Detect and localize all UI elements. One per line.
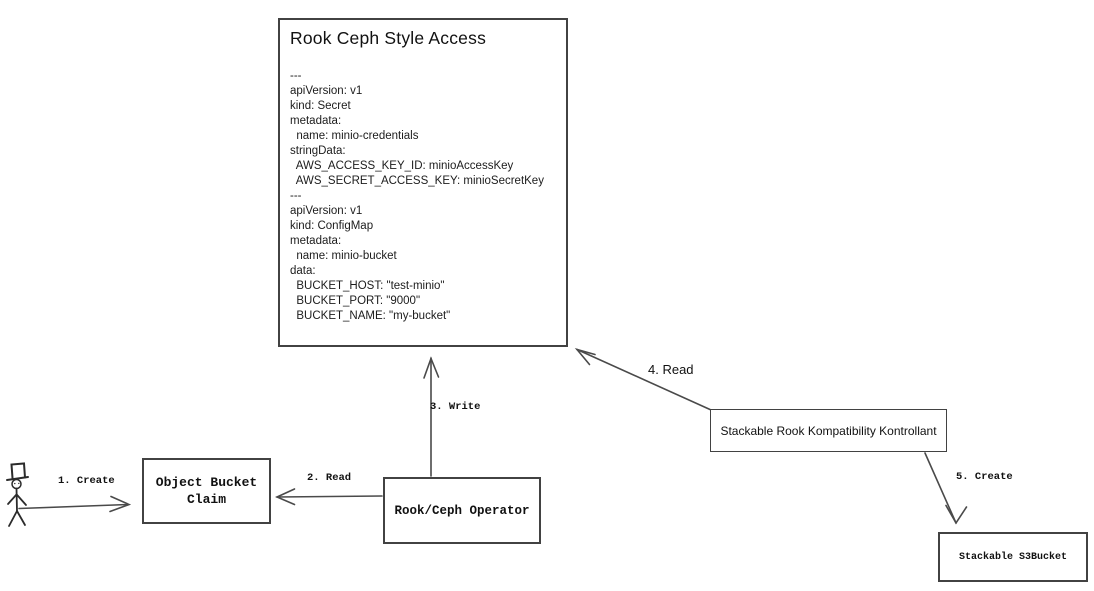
node-object-bucket-claim-label: Object Bucket Claim bbox=[155, 475, 258, 507]
main-box-title: Rook Ceph Style Access bbox=[290, 28, 487, 48]
edge-label-5-create: 5. Create bbox=[956, 471, 1013, 483]
node-stackable-rook-kompatibility-kontrollant: Stackable Rook Kompatibility Kontrollant bbox=[710, 409, 947, 452]
node-stackable-rook-kompatibility-kontrollant-label: Stackable Rook Kompatibility Kontrollant bbox=[720, 423, 937, 438]
yaml-manifest-text: --- apiVersion: v1 kind: Secret metadata… bbox=[290, 70, 544, 322]
edge-label-1-create: 1. Create bbox=[58, 475, 115, 487]
edge-label-2-read: 2. Read bbox=[307, 472, 352, 484]
arrow-2-read bbox=[275, 488, 383, 506]
node-stackable-s3bucket-label: Stackable S3Bucket bbox=[958, 551, 1068, 563]
edge-label-4-read: 4. Read bbox=[648, 362, 694, 377]
user-actor-icon bbox=[6, 462, 29, 527]
arrow-4-read bbox=[574, 348, 711, 411]
node-stackable-s3bucket: Stackable S3Bucket bbox=[938, 532, 1088, 582]
arrow-1-create bbox=[18, 495, 132, 513]
arrow-5-create bbox=[924, 452, 968, 525]
arrow-3-write bbox=[423, 356, 440, 477]
edge-label-3-write: 3. Write bbox=[430, 401, 481, 413]
node-rook-ceph-operator: Rook/Ceph Operator bbox=[383, 477, 541, 544]
node-object-bucket-claim: Object Bucket Claim bbox=[142, 458, 271, 524]
rook-ceph-style-access-box: Rook Ceph Style Access --- apiVersion: v… bbox=[278, 18, 568, 347]
node-rook-ceph-operator-label: Rook/Ceph Operator bbox=[394, 503, 530, 518]
